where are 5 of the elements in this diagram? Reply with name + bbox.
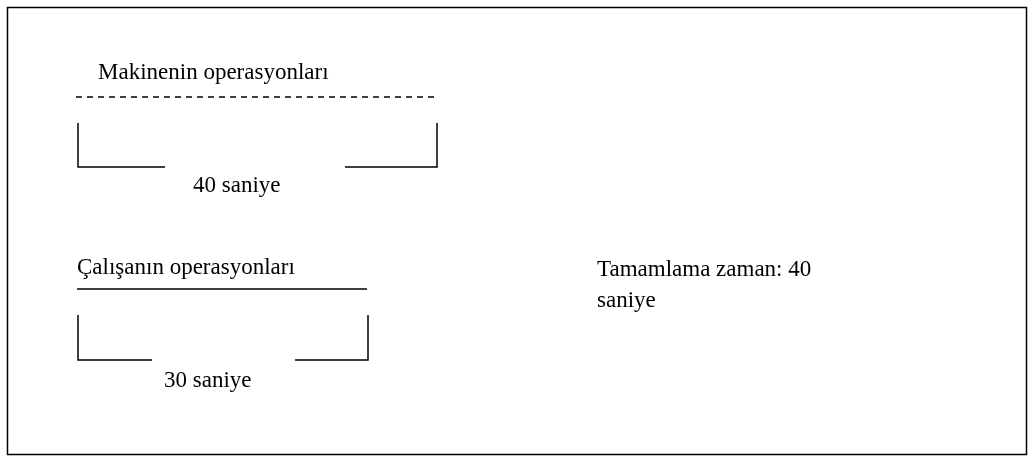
- timeline-title: Çalışanın operasyonları: [77, 253, 295, 280]
- completion-time-text: Tamamlama zaman: 40 saniye: [597, 255, 813, 314]
- dimension-label: 40 saniye: [193, 171, 281, 198]
- dimension-label: 30 saniye: [164, 366, 252, 393]
- timeline-title: Makinenin operasyonları: [98, 58, 329, 85]
